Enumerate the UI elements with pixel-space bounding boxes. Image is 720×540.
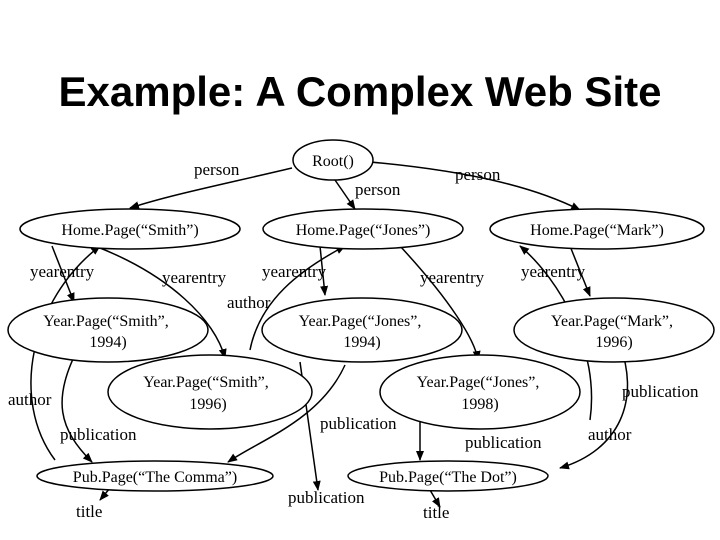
node-year-jones-1998-shape [379,354,581,430]
node-root: Root() [292,139,374,181]
label-publication-jones-1998: publication [465,433,542,452]
label-yearentry-jones-1994: yearentry [262,262,327,281]
svg-text:Pub.Page(“The Comma”): Pub.Page(“The Comma”) [73,469,237,486]
node-pub-dot: Pub.Page(“The Dot”) [347,460,549,492]
node-year-jones-1998: Year.Page(“Jones”, 1998) [379,354,581,430]
label-person-smith: person [194,160,240,179]
node-year-jones-1994: Year.Page(“Jones”, 1994) [261,297,463,363]
label-person-jones: person [355,180,401,199]
label-yearentry-smith-1994: yearentry [30,262,95,281]
node-year-smith-1996-line1: Year.Page(“Smith”, [143,374,268,391]
label-publication-jones-1994: publication [320,414,397,433]
node-year-jones-1994-shape [261,297,463,363]
edge-publication-smith [61,344,93,463]
svg-text:Pub.Page(“The Dot”): Pub.Page(“The Dot”) [379,469,517,486]
svg-text:Year.Page(“Jones”, 1998): Year.Page(“Jones”, 1998) [417,374,544,413]
label-author-jones: author [227,293,271,312]
svg-text:Home.Page(“Jones”): Home.Page(“Jones”) [296,222,431,239]
edge-person-smith [129,167,293,210]
node-year-smith-1994: Year.Page(“Smith”, 1994) [7,297,209,363]
node-root-label: Root() [312,153,354,170]
label-publication-jones-dot: publication [288,488,365,507]
label-yearentry-smith-1996: yearentry [162,268,227,287]
node-home-jones-shape [262,208,464,250]
label-yearentry-mark-1996: yearentry [521,262,586,281]
svg-text:Year.Page(“Smith”, 1994): Year.Page(“Smith”, 1994) [43,313,172,351]
slide-title: Example: A Complex Web Site [58,68,662,115]
node-year-smith-1996-shape [107,354,313,430]
label-publication-smith: publication [60,425,137,444]
node-home-mark-shape [489,208,705,250]
label-title-comma: title [76,502,102,521]
node-home-smith-label: Home.Page(“Smith”) [61,222,198,239]
node-year-smith-1996-line2: 1996) [189,396,226,413]
svg-text:Root(): Root() [312,153,354,170]
node-pub-dot-label: Pub.Page(“The Dot”) [379,469,517,486]
label-author-mark: author [588,425,632,444]
edge-person-mark [369,161,581,211]
node-year-mark-1996-line1: Year.Page(“Mark”, [551,313,673,330]
node-year-smith-1994-line1: Year.Page(“Smith”, [43,313,168,330]
node-year-smith-1996: Year.Page(“Smith”, 1996) [107,354,313,430]
label-person-mark: person [455,165,501,184]
svg-text:Year.Page(“Mark”, 1996): Year.Page(“Mark”, 1996) [551,313,677,351]
label-title-dot: title [423,503,449,522]
node-home-jones: Home.Page(“Jones”) [262,208,464,250]
node-year-jones-1994-line2: 1994) [343,334,380,351]
node-year-smith-1994-line2: 1994) [89,334,126,351]
edge-yearentry-jones-1994 [319,245,329,296]
label-author-smith: author [8,390,52,409]
label-yearentry-jones-1998: yearentry [420,268,485,287]
node-home-mark: Home.Page(“Mark”) [489,208,705,250]
node-year-mark-1996-shape [513,297,715,363]
edge-person-jones [334,179,356,210]
node-pub-comma: Pub.Page(“The Comma”) [36,460,274,492]
node-year-mark-1996-line2: 1996) [595,334,632,351]
node-pub-comma-shape [36,460,274,492]
node-root-shape [292,139,374,181]
edge-yearentry-smith-1996 [94,245,227,359]
edge-yearentry-mark-1996 [569,245,591,297]
edge-labels: person person person yearentry yearentry… [8,160,699,522]
node-year-smith-1994-shape [7,297,209,363]
node-year-jones-1998-line2: 1998) [461,396,498,413]
node-year-mark-1996: Year.Page(“Mark”, 1996) [513,297,715,363]
node-home-mark-label: Home.Page(“Mark”) [530,222,664,239]
node-home-smith: Home.Page(“Smith”) [19,208,241,250]
node-home-smith-shape [19,208,241,250]
node-year-jones-1998-line1: Year.Page(“Jones”, [417,374,540,391]
edge-author-jones [249,245,346,351]
svg-text:Home.Page(“Mark”): Home.Page(“Mark”) [530,222,664,239]
svg-text:Year.Page(“Smith”, 1996): Year.Page(“Smith”, 1996) [143,374,272,413]
svg-text:Year.Page(“Jones”, 1994): Year.Page(“Jones”, 1994) [299,313,426,351]
edge-publication-mark [559,344,629,470]
edge-title-dot [429,489,441,508]
edge-publication-jones-1994 [227,364,346,463]
edge-yearentry-smith-1994 [51,245,75,303]
label-publication-mark: publication [622,382,699,401]
edge-yearentry-jones-1998 [399,245,481,361]
node-year-jones-1994-line1: Year.Page(“Jones”, [299,313,422,330]
node-pub-dot-shape [347,460,549,492]
node-pub-comma-label: Pub.Page(“The Comma”) [73,469,237,486]
node-home-jones-label: Home.Page(“Jones”) [296,222,431,239]
svg-text:Home.Page(“Smith”): Home.Page(“Smith”) [61,222,198,239]
